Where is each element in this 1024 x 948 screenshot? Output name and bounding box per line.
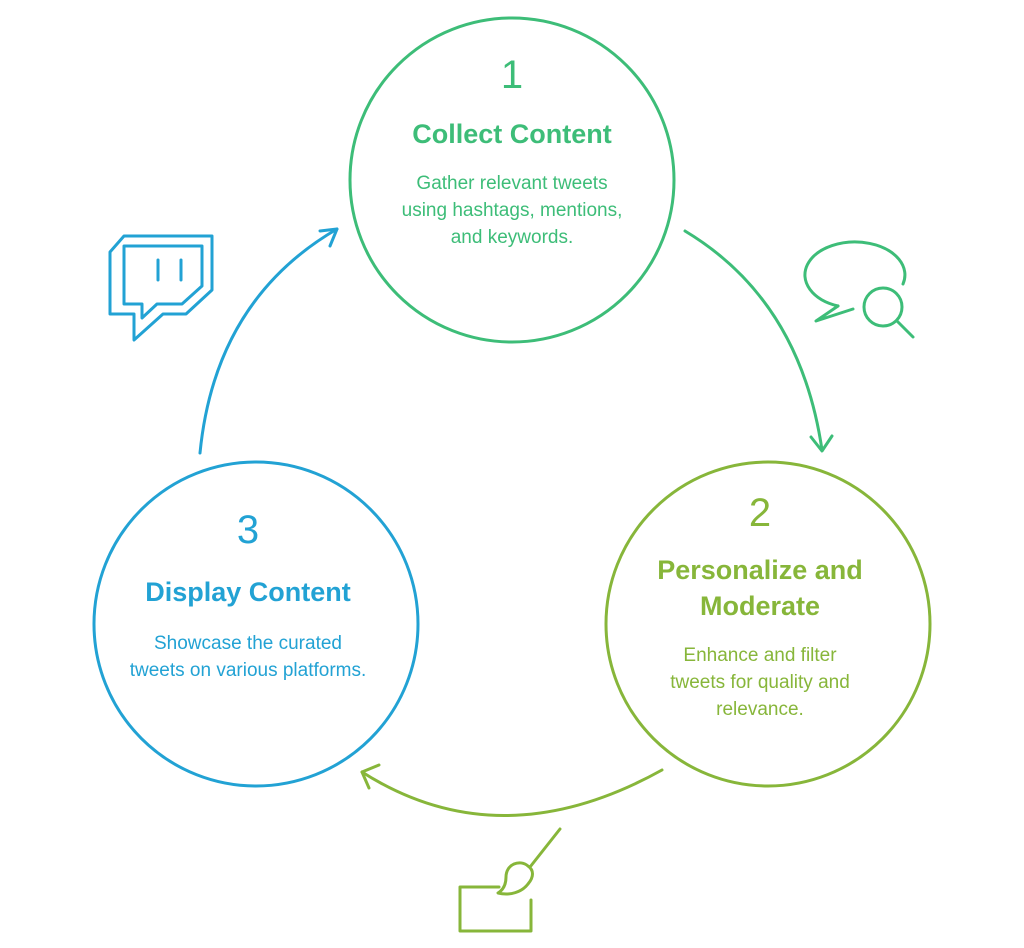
arrow-2-to-3 (360, 763, 664, 817)
stage-1: 1 Collect Content Gather relevant tweets… (367, 55, 657, 251)
stage-2: 2 Personalize and Moderate Enhance and f… (630, 493, 890, 723)
stage-3-number: 3 (236, 508, 260, 552)
stage-1-description: Gather relevant tweets using hashtags, m… (401, 173, 623, 248)
stage-2-circle (604, 460, 932, 788)
chat-search-icon (803, 240, 915, 339)
stage-1-title: Collect Content (412, 119, 612, 149)
stage-3-circle (92, 460, 420, 788)
stage-2-title: Personalize and Moderate (657, 555, 863, 621)
stage-1-circle (348, 16, 676, 344)
stage-2-number: 2 (748, 491, 772, 535)
paint-brush-icon (458, 827, 562, 933)
arrow-3-to-1 (198, 227, 339, 455)
arrow-1-to-2 (683, 229, 834, 453)
stage-3-description: Showcase the curated tweets on various p… (129, 633, 367, 681)
stage-3: 3 Display Content Showcase the curated t… (113, 510, 383, 684)
stage-2-description: Enhance and filter tweets for quality an… (670, 645, 850, 720)
stage-3-title: Display Content (145, 577, 351, 607)
twitch-icon (108, 234, 214, 342)
stage-1-number: 1 (500, 53, 524, 97)
